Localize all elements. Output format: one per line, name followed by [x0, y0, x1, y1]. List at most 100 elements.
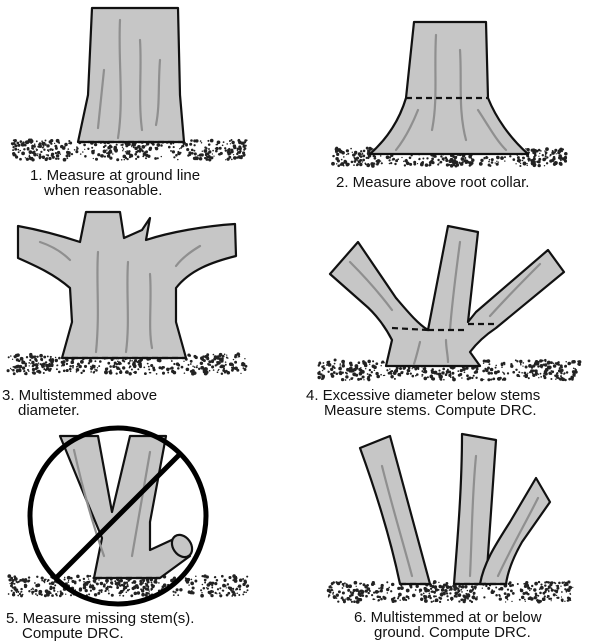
ground-speckle	[403, 161, 404, 162]
ground-speckle	[36, 576, 38, 578]
ground-speckle	[228, 576, 231, 579]
ground-speckle	[522, 365, 523, 366]
ground-speckle	[485, 369, 489, 373]
ground-speckle	[31, 361, 34, 364]
ground-speckle	[222, 365, 225, 368]
ground-speckle	[361, 591, 363, 593]
ground-speckle	[500, 156, 504, 160]
ground-speckle	[338, 367, 342, 371]
ground-speckle	[135, 588, 136, 589]
ground-speckle	[471, 158, 474, 161]
ground-speckle	[194, 152, 197, 155]
ground-speckle	[54, 143, 55, 144]
ground-speckle	[18, 581, 19, 582]
ground-speckle	[46, 154, 47, 155]
ground-speckle	[342, 363, 344, 365]
ground-speckle	[226, 587, 227, 588]
ground-speckle	[90, 371, 91, 372]
ground-speckle	[25, 372, 27, 374]
ground-speckle	[203, 587, 206, 590]
ground-speckle	[195, 356, 198, 359]
ground-speckle	[182, 145, 184, 147]
ground-speckle	[139, 580, 142, 583]
ground-speckle	[537, 361, 540, 364]
ground-speckle	[341, 597, 343, 599]
ground-speckle	[111, 594, 114, 597]
ground-speckle	[549, 366, 552, 369]
ground-speckle	[129, 359, 131, 361]
ground-speckle	[354, 581, 358, 585]
ground-speckle	[208, 143, 211, 146]
ground-speckle	[148, 366, 150, 368]
ground-speckle	[148, 592, 150, 594]
ground-speckle	[33, 591, 35, 593]
ground-speckle	[509, 584, 512, 587]
ground-speckle	[227, 583, 229, 585]
ground-speckle	[215, 150, 217, 152]
ground-speckle	[548, 589, 550, 591]
ground-speckle	[177, 367, 180, 370]
ground-speckle	[380, 374, 382, 376]
ground-speckle	[231, 369, 234, 372]
caption-5: 5. Measure missing stem(s). Compute DRC.	[6, 611, 194, 641]
ground-speckle	[454, 591, 458, 595]
ground-speckle	[239, 578, 243, 582]
ground-speckle	[114, 149, 117, 152]
ground-speckle	[346, 149, 349, 152]
ground-speckle	[97, 367, 98, 368]
ground-speckle	[144, 372, 147, 375]
ground-speckle	[524, 599, 526, 601]
ground-speckle	[556, 587, 559, 590]
ground-speckle	[448, 371, 451, 374]
ground-speckle	[450, 376, 452, 378]
ground-speckle	[13, 154, 15, 156]
ground-speckle	[373, 155, 375, 157]
ground-speckle	[132, 587, 135, 590]
ground-speckle	[16, 353, 20, 357]
ground-speckle	[510, 365, 513, 368]
ground-speckle	[192, 586, 195, 589]
ground-speckle	[446, 163, 449, 166]
ground-speckle	[479, 162, 483, 166]
ground-speckle	[50, 592, 52, 594]
ground-speckle	[523, 161, 526, 164]
ground-speckle	[16, 579, 18, 581]
ground-speckle	[515, 369, 517, 371]
ground-speckle	[369, 147, 372, 150]
ground-speckle	[217, 140, 221, 144]
ground-speckle	[161, 156, 162, 157]
ground-speckle	[399, 367, 402, 370]
ground-speckle	[345, 379, 347, 381]
ground-speckle	[532, 373, 534, 375]
ground-speckle	[18, 144, 21, 147]
ground-speckle	[179, 588, 182, 591]
ground-speckle	[122, 366, 125, 369]
ground-speckle	[217, 588, 219, 590]
ground-speckle	[363, 150, 366, 153]
ground-speckle	[532, 151, 536, 155]
ground-speckle	[426, 588, 428, 590]
ground-speckle	[327, 371, 329, 373]
ground-speckle	[67, 581, 69, 583]
ground-speckle	[45, 140, 47, 142]
ground-speckle	[456, 163, 459, 166]
ground-speckle	[52, 587, 55, 590]
ground-speckle	[531, 585, 533, 587]
ground-speckle	[245, 145, 247, 147]
ground-speckle	[202, 584, 204, 586]
ground-speckle	[425, 595, 427, 597]
caption-1: 1. Measure at ground line when reasonabl…	[30, 168, 200, 198]
ground-speckle	[19, 150, 20, 151]
ground-speckle	[50, 586, 53, 589]
ground-speckle	[546, 588, 548, 590]
ground-speckle	[148, 148, 151, 151]
ground-speckle	[544, 157, 546, 159]
ground-speckle	[365, 595, 368, 598]
ground-speckle	[464, 157, 466, 159]
ground-speckle	[556, 597, 558, 599]
ground-speckle	[129, 156, 131, 158]
ground-speckle	[503, 372, 505, 374]
ground-speckle	[535, 592, 538, 595]
ground-speckle	[448, 374, 451, 377]
ground-speckle	[428, 595, 431, 598]
